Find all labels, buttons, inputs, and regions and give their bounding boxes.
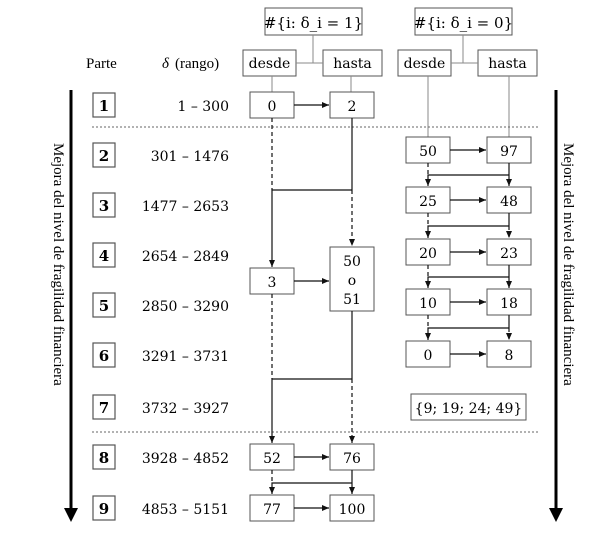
g0-desde-value: 25 [419, 194, 437, 210]
part-number-box [92, 242, 116, 268]
hasta-label: hasta [488, 56, 527, 72]
part-number: 3 [99, 197, 109, 215]
arrow-down-icon [64, 508, 78, 522]
g0-hasta-value: 23 [500, 246, 518, 262]
g0-part7-set-text: {9; 19; 24; 49} [415, 401, 523, 417]
group1-hasta-header: hasta [322, 49, 383, 77]
part-number-box [92, 192, 116, 218]
g1-part45-hasta-box [329, 246, 375, 312]
g0-desde-value: 50 [419, 144, 437, 160]
g0-hasta-box [486, 238, 532, 266]
g0-desde-value: 10 [419, 296, 437, 312]
group0-part7-set: {9; 19; 24; 49} [410, 393, 527, 421]
g1-part8-hasta: 76 [343, 451, 361, 467]
g0-desde-value: 20 [419, 246, 437, 262]
part-number-box [92, 495, 116, 521]
parts-column: 1 1 – 300 2 301 – 1476 3 1477 – 2653 4 2654 – 2… [92, 92, 229, 521]
axis-label-right: Mejora del nivel de fragilidad financier… [560, 143, 576, 386]
part-range: 3291 – 3731 [142, 349, 229, 365]
part-row: 1 1 – 300 [92, 92, 229, 118]
part-number-box [92, 92, 116, 118]
part-row: 2 301 – 1476 [92, 142, 229, 168]
part-number-box [92, 342, 116, 368]
part-row: 9 4853 – 5151 [92, 495, 229, 521]
part-row: 7 3732 – 3927 [92, 394, 229, 420]
g1-part45-hasta-line1: 50 [343, 254, 361, 270]
g0-desde-box [405, 136, 451, 164]
part-range: 2850 – 3290 [142, 299, 229, 315]
g0-hasta-value: 97 [500, 144, 518, 160]
axis-label-left: Mejora del nivel de fragilidad financier… [50, 143, 66, 386]
part-number-box [92, 292, 116, 318]
g1-part45-hasta-line2: o [348, 273, 356, 289]
g0-hasta-value: 18 [500, 296, 518, 312]
g0-hasta-value: 8 [505, 348, 514, 364]
g1-part45-hasta-line3: 51 [343, 292, 361, 308]
part-range: 2654 – 2849 [142, 249, 229, 265]
g0-desde-value: 0 [424, 348, 433, 364]
g1-part9-hasta: 100 [339, 502, 366, 518]
part-number: 9 [99, 500, 109, 518]
desde-label: desde [404, 56, 446, 72]
part-number-box [92, 142, 116, 168]
g0-hasta-box [486, 340, 532, 368]
group1-desde-header: desde [242, 49, 297, 77]
part-range: 3928 – 4852 [142, 451, 229, 467]
group1-flow: 0 2 3 50 o 51 52 76 77 [249, 91, 375, 522]
arrow-down-icon [549, 508, 563, 522]
part-number: 1 [99, 97, 109, 115]
part-number-box [92, 444, 116, 470]
part-number-box [92, 394, 116, 420]
part-number: 6 [99, 347, 109, 365]
part-row: 8 3928 – 4852 [92, 444, 229, 470]
part-number: 4 [99, 247, 109, 265]
part-row: 5 2850 – 3290 [92, 292, 229, 318]
g0-part3: 25 48 [405, 186, 532, 238]
part-number: 8 [99, 449, 109, 467]
g1-part45-desde: 3 [268, 275, 277, 291]
g0-desde-box [405, 186, 451, 214]
group1-title: #{i: δ_i = 1} [264, 7, 363, 36]
parte-header: Parte [86, 56, 117, 72]
g1-part1-hasta: 2 [348, 99, 357, 115]
part-range: 1477 – 2653 [142, 199, 229, 215]
hasta-label: hasta [333, 56, 372, 72]
part-number: 5 [99, 297, 109, 315]
part-range: 4853 – 5151 [142, 502, 229, 518]
g1-part8-desde: 52 [263, 451, 281, 467]
part-row: 4 2654 – 2849 [92, 242, 229, 268]
group1-title-text: #{i: δ_i = 1} [264, 14, 363, 32]
part-row: 6 3291 – 3731 [92, 342, 229, 368]
part-range: 1 – 300 [177, 99, 229, 115]
delta-range-header: (rango) [175, 56, 219, 72]
delta-symbol: δ [162, 56, 170, 72]
desde-label: desde [249, 56, 291, 72]
g1-part1-desde: 0 [268, 99, 277, 115]
group0-hasta-header: hasta [477, 49, 538, 77]
g0-part5: 10 18 [405, 288, 532, 340]
part-row: 3 1477 – 2653 [92, 192, 229, 218]
g0-hasta-box [486, 136, 532, 164]
g0-part2: 50 97 [405, 136, 532, 186]
part-range: 3732 – 3927 [142, 401, 229, 417]
header-connectors [271, 35, 510, 138]
group0-title: #{i: δ_i = 0} [414, 7, 513, 36]
group0-desde-header: desde [397, 49, 452, 77]
group0-title-text: #{i: δ_i = 0} [414, 14, 513, 32]
g1-part8-hasta-box [329, 443, 375, 471]
part-range: 301 – 1476 [151, 149, 229, 165]
g0-hasta-value: 48 [500, 194, 518, 210]
g1-part9-desde: 77 [263, 502, 281, 518]
g0-hasta-box [486, 186, 532, 214]
g1-part9-hasta-box [329, 494, 375, 522]
part-number: 2 [99, 147, 109, 165]
part-number: 7 [99, 399, 109, 417]
